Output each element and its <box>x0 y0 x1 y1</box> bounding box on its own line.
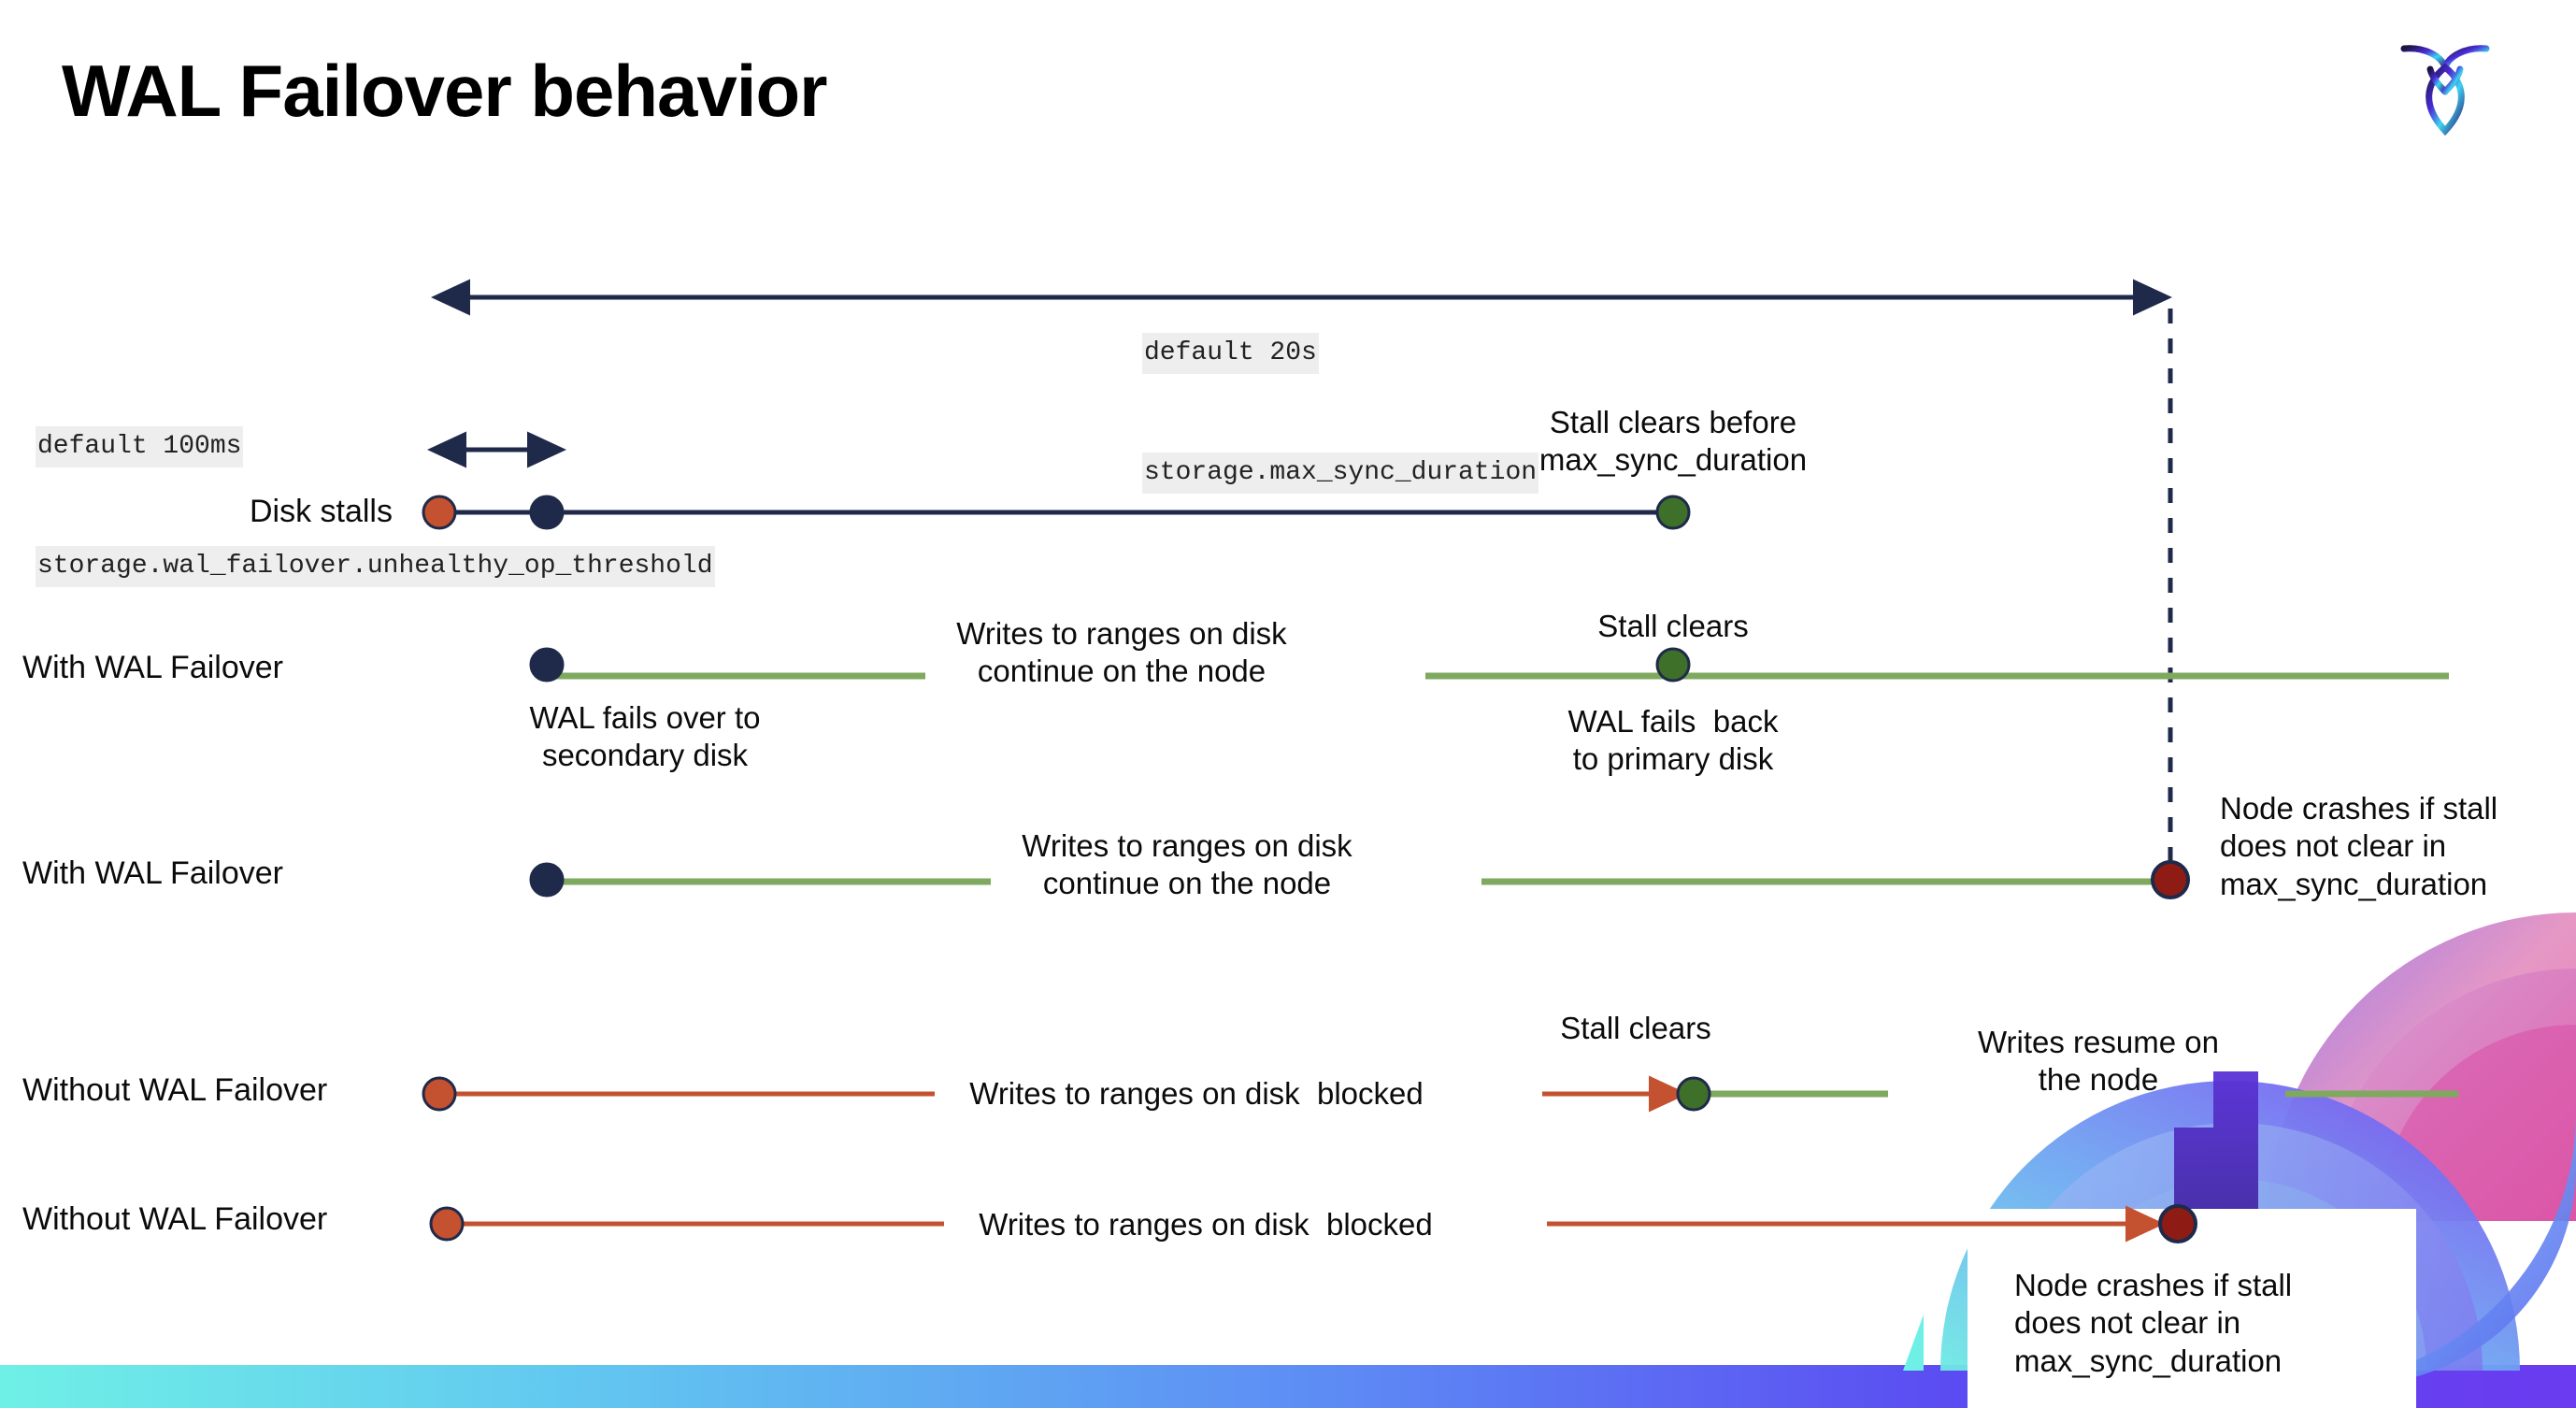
annotation-stall-clears-1: Stall clears <box>1597 609 1749 643</box>
row-with-wal-failover-1-track <box>529 647 2449 682</box>
row-without-wal-failover-2-track <box>429 1204 2197 1243</box>
annotation-writes-blocked-1: Writes to ranges on disk blocked <box>969 1076 1424 1111</box>
row-label-with-wal-failover-1: With WAL Failover <box>22 650 283 685</box>
annotation-writes-continue-2: Writes to ranges on disk continue on the… <box>1022 828 1352 901</box>
callout-max-sync-setting: storage.max_sync_duration <box>1142 453 1539 494</box>
annotation-node-crashes-top: Node crashes if stall does not clear in … <box>2220 791 2498 901</box>
callout-unhealthy-setting: storage.wal_failover.unhealthy_op_thresh… <box>36 546 715 587</box>
page-title: WAL Failover behavior <box>62 50 827 132</box>
row-disk-stalls-track <box>422 495 1691 530</box>
row-label-without-wal-failover-2: Without WAL Failover <box>22 1201 328 1237</box>
annotation-writes-continue-1: Writes to ranges on disk continue on the… <box>956 616 1287 689</box>
row-label-without-wal-failover-1: Without WAL Failover <box>22 1072 328 1108</box>
caption-backdrop <box>1968 1209 2416 1408</box>
cockroachdb-logo-icon <box>2389 26 2501 138</box>
annotation-wal-fails-back: WAL fails back to primary disk <box>1567 704 1779 777</box>
annotation-stall-clears-before: Stall clears before max_sync_duration <box>1538 405 1808 478</box>
annotation-writes-resume: Writes resume on the node <box>1978 1025 2219 1098</box>
callout-unhealthy-default: default 100ms <box>36 426 244 467</box>
annotation-node-crashes-bottom: Node crashes if stall does not clear in … <box>2014 1268 2293 1378</box>
callout-unhealthy-op-threshold: default 100ms storage.wal_failover.unhea… <box>36 348 715 666</box>
row-without-wal-failover-1-track <box>422 1075 2458 1113</box>
annotation-stall-clears-2: Stall clears <box>1560 1011 1711 1045</box>
annotation-writes-blocked-2: Writes to ranges on disk blocked <box>979 1207 1433 1242</box>
row-label-with-wal-failover-2: With WAL Failover <box>22 855 283 891</box>
row-label-disk-stalls: Disk stalls <box>249 494 393 529</box>
annotation-wal-fails-over: WAL fails over to secondary disk <box>529 700 761 773</box>
row-with-wal-failover-2-track <box>529 860 2190 899</box>
callout-max-sync-duration: default 20s storage.max_sync_duration <box>1142 254 1539 572</box>
callout-max-sync-default: default 20s <box>1142 333 1319 374</box>
